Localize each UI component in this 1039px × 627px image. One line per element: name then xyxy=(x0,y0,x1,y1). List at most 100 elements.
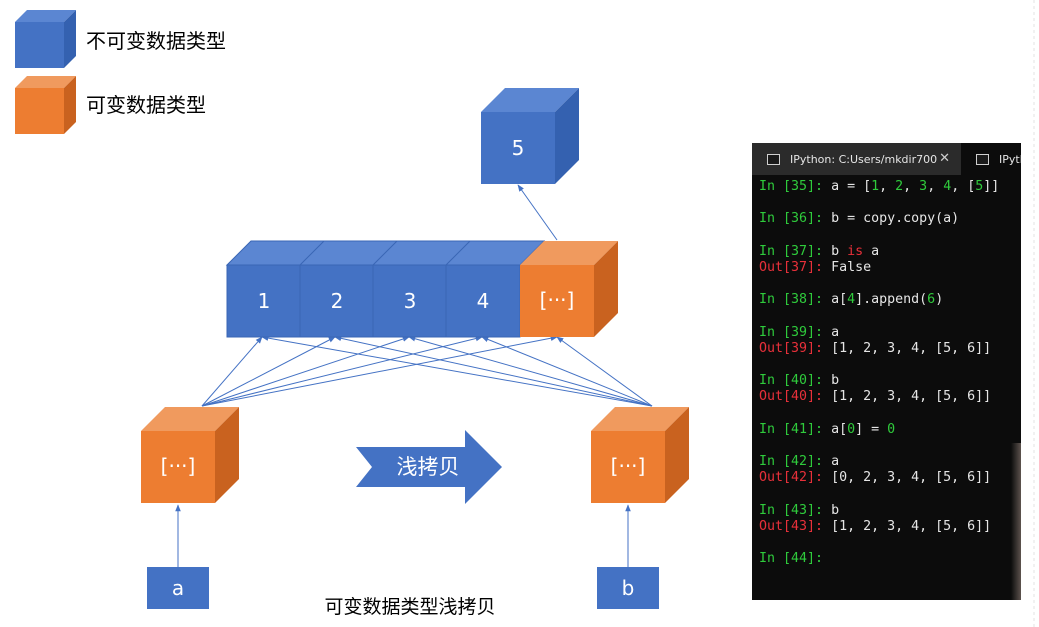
terminal-line: In [42]: a xyxy=(759,454,999,470)
close-icon[interactable]: ✕ xyxy=(939,151,950,166)
edge-b-to-1 xyxy=(261,335,653,407)
terminal-line: In [43]: b xyxy=(759,503,999,519)
legend-swatch-immutable xyxy=(15,10,76,68)
terminal-text: In [ xyxy=(759,373,792,389)
terminal-text: is xyxy=(847,243,864,259)
terminal-text: False xyxy=(831,259,872,275)
terminal-text: 40 xyxy=(791,389,808,405)
ipython-terminal: IPython: C:Users/mkdir700 ✕ IPython In [… xyxy=(752,143,1021,600)
terminal-icon xyxy=(976,153,989,165)
terminal-text: ]: xyxy=(807,551,824,567)
terminal-line: Out[43]: [1, 2, 3, 4, [5, 6]] xyxy=(759,519,999,535)
terminal-tab-2[interactable]: IPython xyxy=(961,143,1021,175)
terminal-text: [1, 2, 3, 4, [5, 6]] xyxy=(831,389,992,405)
terminal-text: 35 xyxy=(791,179,808,194)
legend-label-immutable: 不可变数据类型 xyxy=(86,29,226,53)
list-cube-1: 1 xyxy=(225,240,327,338)
terminal-line xyxy=(759,438,999,454)
outer-cube-b-label: [···] xyxy=(611,454,646,478)
terminal-text: ].append( xyxy=(855,292,928,308)
terminal-text: 43 xyxy=(791,502,808,518)
terminal-line xyxy=(759,276,999,292)
terminal-text: a xyxy=(863,243,880,259)
terminal-background-shade xyxy=(1011,443,1021,600)
shallow-copy-arrow: 浅拷贝 xyxy=(356,430,502,504)
legend: 不可变数据类型 可变数据类型 xyxy=(15,10,226,134)
terminal-text: In [ xyxy=(759,292,792,308)
shallow-copy-arrow-label: 浅拷贝 xyxy=(397,455,460,479)
terminal-text: a[ xyxy=(831,421,848,437)
terminal-text: ]: xyxy=(807,324,832,340)
terminal-text: 44 xyxy=(791,551,808,567)
list-cube-1-label: 1 xyxy=(258,289,271,313)
terminal-line: In [39]: a xyxy=(759,325,999,341)
terminal-text: b xyxy=(831,243,848,259)
terminal-text: ]: xyxy=(807,259,832,275)
terminal-tab-2-title: IPython xyxy=(999,152,1021,166)
terminal-text: In [ xyxy=(759,324,792,340)
terminal-text: a xyxy=(831,454,840,470)
terminal-text: In [ xyxy=(759,179,792,194)
terminal-text: b xyxy=(831,373,840,389)
terminal-text: 39 xyxy=(791,340,808,356)
connectors xyxy=(175,184,653,567)
edge-a-to-2 xyxy=(201,336,336,407)
list-cube-2-label: 2 xyxy=(331,289,344,313)
terminal-text: In [ xyxy=(759,421,792,437)
terminal-text: , xyxy=(927,179,944,194)
terminal-text: 2 xyxy=(895,179,904,194)
terminal-text: ) xyxy=(935,292,944,308)
terminal-text: 43 xyxy=(791,518,808,534)
terminal-text: ]: xyxy=(807,454,832,470)
terminal-line: In [44]: xyxy=(759,551,999,567)
terminal-text: ]: xyxy=(807,518,832,534)
terminal-line: In [37]: b is a xyxy=(759,244,999,260)
terminal-text: In [ xyxy=(759,502,792,518)
terminal-text: ]: xyxy=(807,470,832,486)
terminal-tab-1[interactable]: IPython: C:Users/mkdir700 ✕ xyxy=(752,143,960,175)
legend-swatch-mutable xyxy=(15,76,76,134)
terminal-text: 3 xyxy=(919,179,928,194)
terminal-text: ]] xyxy=(983,179,1000,194)
terminal-text: 0 xyxy=(847,421,856,437)
terminal-line: Out[40]: [1, 2, 3, 4, [5, 6]] xyxy=(759,389,999,405)
terminal-text: In [ xyxy=(759,454,792,470)
terminal-text: a = [ xyxy=(831,179,872,194)
variable-b: b xyxy=(597,567,659,609)
terminal-text: Out[ xyxy=(759,389,792,405)
edge-list-to-top xyxy=(517,184,558,241)
terminal-text: Out[ xyxy=(759,470,792,486)
terminal-text: 1 xyxy=(871,179,880,194)
terminal-text: , xyxy=(879,179,896,194)
outer-cube-a: [···] xyxy=(141,407,239,503)
edge-b-to-sub xyxy=(556,336,653,407)
terminal-text: a[ xyxy=(831,292,848,308)
terminal-text: 6 xyxy=(927,292,936,308)
terminal-text: 37 xyxy=(791,259,808,275)
terminal-line xyxy=(759,487,999,503)
terminal-text: [1, 2, 3, 4, [5, 6]] xyxy=(831,518,992,534)
terminal-tab-1-title: IPython: C:Users/mkdir700 xyxy=(790,152,938,166)
terminal-text: 38 xyxy=(791,292,808,308)
list-cube-3: 3 xyxy=(371,240,473,338)
terminal-line xyxy=(759,357,999,373)
terminal-text: 40 xyxy=(791,373,808,389)
terminal-text: ]: xyxy=(807,243,832,259)
list-cube-sublist: [···] xyxy=(520,241,618,337)
edge-b-to-4 xyxy=(481,336,653,407)
edge-a-to-1 xyxy=(201,336,263,407)
terminal-text: Out[ xyxy=(759,518,792,534)
terminal-text: 5 xyxy=(975,179,984,194)
cube-top-5-label: 5 xyxy=(512,136,525,160)
terminal-text: a xyxy=(831,324,840,340)
terminal-text: ]: xyxy=(807,389,832,405)
terminal-text: 4 xyxy=(847,292,856,308)
terminal-text: ]: xyxy=(807,340,832,356)
terminal-line xyxy=(759,195,999,211)
terminal-tab-bar: IPython: C:Users/mkdir700 ✕ IPython xyxy=(752,143,1021,175)
terminal-text: [1, 2, 3, 4, [5, 6]] xyxy=(831,340,992,356)
terminal-text: 0 xyxy=(887,421,896,437)
terminal-line: Out[39]: [1, 2, 3, 4, [5, 6]] xyxy=(759,341,999,357)
terminal-text: , [ xyxy=(951,179,976,194)
